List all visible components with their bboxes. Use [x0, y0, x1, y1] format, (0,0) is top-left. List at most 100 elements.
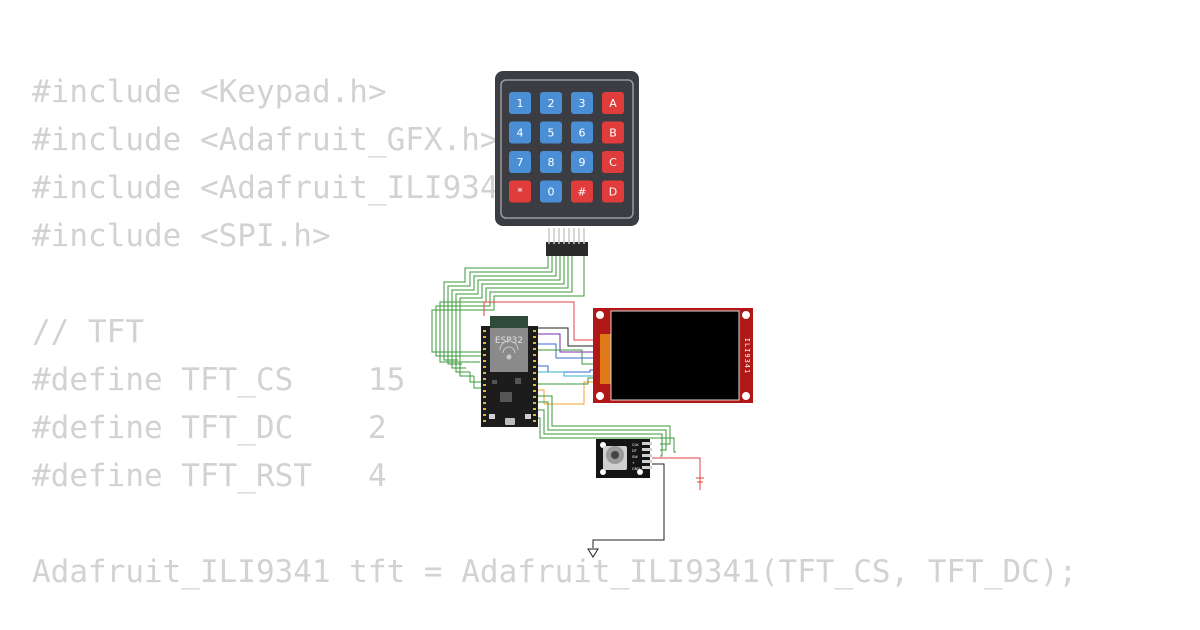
keypad-key-D[interactable]: D — [602, 180, 624, 203]
wifi-icon — [499, 340, 519, 360]
keypad-key-face — [571, 92, 593, 114]
code-line-6: // TFT — [32, 314, 144, 350]
keypad-key-face — [509, 121, 531, 144]
keypad-key-label: 5 — [548, 127, 555, 140]
wire-mosi[interactable] — [536, 365, 598, 373]
encoder-pin-labels: CLK DT SW + GND — [632, 443, 640, 471]
svg-text:CLK: CLK — [632, 443, 639, 447]
keypad-key-label: C — [609, 156, 617, 169]
keypad-key-label: 4 — [517, 127, 524, 140]
keypad-key-6[interactable]: 6 — [571, 121, 593, 144]
keypad-key-label: 7 — [517, 156, 524, 169]
keypad-key-label: 0 — [548, 186, 555, 199]
tft-mount-hole — [742, 311, 750, 319]
keypad-key-face — [509, 151, 531, 173]
keypad-key-face — [571, 180, 593, 203]
tft-mount-hole — [742, 392, 750, 400]
wire-rst[interactable] — [536, 343, 598, 359]
keypad-key-face — [509, 180, 531, 203]
keypad-key-1[interactable]: 1 — [509, 92, 531, 114]
wire-vcc[interactable] — [483, 301, 598, 341]
encoder-mount-hole — [600, 469, 606, 475]
esp32-pin-row-right — [533, 330, 536, 422]
keypad-key-face — [602, 121, 624, 144]
keypad-key-label: 9 — [579, 156, 586, 169]
keypad-key-face — [540, 121, 562, 144]
keypad-key-label: 8 — [548, 156, 555, 169]
encoder-shaft — [611, 451, 619, 459]
encoder-wires[interactable] — [536, 395, 676, 457]
wire-led[interactable] — [536, 377, 598, 385]
esp32-components — [492, 378, 521, 402]
keypad-key-C[interactable]: C — [602, 151, 624, 173]
encoder-pins — [642, 442, 652, 469]
wire-encoder-gnd[interactable] — [592, 463, 665, 548]
tft-label: ILI9341 — [743, 338, 751, 375]
rotary-encoder[interactable]: CLK DT SW + GND — [596, 439, 652, 478]
ground-symbol[interactable] — [587, 548, 599, 558]
keypad-key-face — [540, 180, 562, 203]
reset-button[interactable] — [525, 414, 531, 419]
keypad-key-A[interactable]: A — [602, 92, 624, 114]
tft-display[interactable]: ILI9341 — [593, 308, 753, 403]
keypad-key-B[interactable]: B — [602, 121, 624, 144]
code-line-1: #include <Keypad.h> — [32, 74, 387, 110]
keypad-connector — [546, 242, 588, 256]
keypad-frame — [500, 79, 634, 219]
keypad-key-4[interactable]: 4 — [509, 121, 531, 144]
keypad-key-label: # — [577, 186, 586, 199]
keypad-keys: 1 2 3 A 4 5 6 B 7 8 9 C * 0 # D — [509, 92, 624, 203]
keypad-key-label: 2 — [548, 97, 555, 110]
keypad-key-face — [602, 180, 624, 203]
wires — [431, 256, 701, 548]
code-line-9: #define TFT_RST 4 — [32, 458, 387, 494]
keypad-key-face — [571, 151, 593, 173]
wire-miso[interactable] — [536, 381, 598, 405]
esp32-shield — [490, 328, 528, 372]
svg-text:SW: SW — [632, 455, 638, 459]
keypad-key-3[interactable]: 3 — [571, 92, 593, 114]
wire-sck[interactable] — [536, 371, 598, 377]
wire-dc[interactable] — [536, 349, 598, 365]
code-line-8: #define TFT_DC 2 — [32, 410, 387, 446]
keypad-key-9[interactable]: 9 — [571, 151, 593, 173]
tft-mount-hole — [596, 392, 604, 400]
tft-pin-header — [600, 334, 612, 384]
keypad-key-2[interactable]: 2 — [540, 92, 562, 114]
keypad-key-*[interactable]: * — [509, 180, 531, 203]
keypad-key-label: * — [517, 186, 523, 199]
svg-text:+: + — [632, 461, 635, 465]
esp32-board[interactable]: ESP32 — [481, 316, 538, 427]
usb-port — [505, 418, 515, 425]
keypad[interactable]: 1 2 3 A 4 5 6 B 7 8 9 C * 0 # D — [495, 71, 639, 256]
keypad-key-face — [602, 151, 624, 173]
keypad-key-face — [540, 151, 562, 173]
keypad-wires[interactable] — [431, 256, 585, 389]
tft-mount-hole — [596, 311, 604, 319]
wire-encoder-vcc[interactable] — [652, 457, 701, 478]
keypad-key-label: B — [609, 127, 617, 140]
keypad-key-face — [540, 92, 562, 114]
keypad-key-label: 1 — [517, 97, 524, 110]
tft-screen — [610, 310, 740, 401]
esp32-pin-row-left — [483, 330, 486, 422]
keypad-key-#[interactable]: # — [571, 180, 593, 203]
wire-cs[interactable] — [536, 333, 598, 353]
keypad-key-label: 3 — [579, 97, 586, 110]
code-line-4: #include <SPI.h> — [32, 218, 331, 254]
encoder-mount-hole — [637, 469, 643, 475]
wire-gnd[interactable] — [536, 327, 598, 347]
code-line-7: #define TFT_CS 15 — [32, 362, 406, 398]
svg-text:GND: GND — [632, 467, 640, 471]
keypad-key-0[interactable]: 0 — [540, 180, 562, 203]
keypad-key-8[interactable]: 8 — [540, 151, 562, 173]
keypad-key-5[interactable]: 5 — [540, 121, 562, 144]
keypad-connector-pins — [548, 228, 585, 244]
boot-button[interactable] — [489, 414, 495, 419]
svg-text:DT: DT — [632, 449, 638, 453]
keypad-key-face — [509, 92, 531, 114]
code-line-2: #include <Adafruit_GFX.h> — [32, 122, 499, 158]
vcc-symbol[interactable] — [696, 474, 704, 490]
keypad-key-7[interactable]: 7 — [509, 151, 531, 173]
